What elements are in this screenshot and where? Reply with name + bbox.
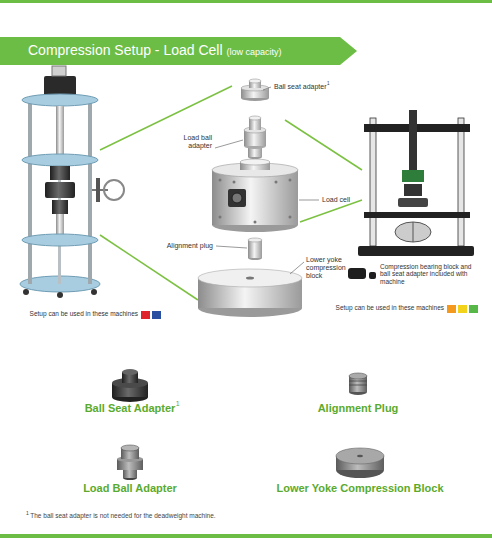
load-cell	[212, 170, 298, 225]
alignment-plug	[248, 238, 262, 242]
machine-grip	[404, 184, 422, 196]
leader-line	[216, 246, 247, 248]
machine-motor-top	[52, 66, 66, 76]
view-line	[300, 200, 362, 222]
machine-wheel	[395, 222, 431, 242]
machine-column	[28, 98, 32, 284]
machine-grip	[402, 170, 424, 182]
part-label: Alignment plug	[167, 242, 213, 250]
part-icon	[123, 469, 137, 478]
load-ball-adapter-icon	[117, 445, 143, 480]
right-machine	[348, 110, 474, 279]
load-cell	[240, 159, 270, 165]
included-note: Compression bearing block and ball seat …	[380, 263, 478, 285]
part-icon	[349, 385, 367, 386]
view-line	[285, 120, 362, 170]
bolt	[289, 179, 292, 182]
bolt	[233, 181, 236, 184]
alignment-plug-icon	[349, 373, 367, 395]
machine-foot	[57, 292, 63, 298]
machine-plate	[22, 154, 98, 166]
machine-square	[152, 311, 161, 319]
machine-plate	[22, 234, 98, 246]
machine-rod	[409, 110, 417, 170]
bolt	[254, 221, 257, 224]
machine-square	[447, 305, 456, 313]
leader-line	[290, 262, 304, 274]
footnote-mark: 1	[327, 81, 330, 86]
part-icon	[122, 369, 138, 375]
machine-foot	[23, 289, 29, 295]
footnote-mark: 1	[176, 400, 180, 408]
page-title: Compression Setup - Load Cell	[28, 42, 223, 58]
bolt	[275, 181, 278, 184]
ball-seat-icon	[369, 272, 376, 279]
part-label: Load ball adapter	[170, 134, 212, 150]
machine-square	[458, 305, 467, 313]
load-cell-bolts	[219, 179, 292, 224]
footnote: The ball seat adapter is not needed for …	[30, 512, 215, 519]
machine-grip	[50, 166, 70, 180]
machine-base	[358, 246, 474, 256]
part-icon	[357, 455, 363, 457]
title-note: (low capacity)	[227, 47, 282, 57]
machine-plate	[22, 94, 98, 106]
machine-shaft	[56, 214, 64, 236]
part-label: Load cell	[322, 196, 350, 204]
part-icon	[121, 445, 139, 451]
part-icon	[349, 373, 367, 379]
part-label: Lower yoke compression block	[306, 256, 358, 280]
title-band	[0, 37, 357, 65]
part-name: Ball Seat Adapter	[85, 402, 176, 415]
machine-note: Setup can be used in these machines	[30, 310, 138, 317]
bolt	[219, 216, 222, 219]
machine-note: Setup can be used in these machines	[336, 304, 444, 311]
part-icon	[336, 448, 384, 464]
leader-line	[215, 140, 243, 148]
machine-column	[88, 98, 92, 284]
view-lines	[100, 86, 362, 300]
bottom-strip	[0, 534, 492, 538]
lower-yoke-block-icon	[336, 448, 384, 478]
machine-upright	[458, 118, 464, 246]
machine-shaft	[56, 106, 64, 156]
machine-wheel-spoke	[413, 222, 414, 242]
alignment-plug	[248, 240, 262, 258]
part-icon	[349, 381, 367, 382]
top-strip	[0, 0, 492, 3]
machine-square	[141, 311, 150, 319]
machine-crossbar	[364, 212, 470, 218]
leader-line	[299, 200, 319, 201]
exploded-view	[198, 79, 302, 317]
load-ball-adapter	[249, 116, 261, 120]
part-name: Alignment Plug	[318, 402, 399, 415]
lower-yoke-block	[198, 269, 302, 287]
lower-yoke-hole	[246, 277, 254, 280]
bolt	[219, 179, 222, 182]
machine-load-cell	[398, 198, 428, 207]
machine-square	[469, 305, 478, 313]
bearing-block-icon	[348, 268, 366, 279]
leader-line	[263, 87, 271, 90]
part-label: Ball seat adapter	[274, 83, 327, 91]
view-line	[100, 86, 232, 150]
part-name: Lower Yoke Compression Block	[276, 482, 443, 495]
leader-lines	[215, 87, 319, 274]
footnote-mark: 1	[26, 511, 29, 517]
left-machine	[20, 66, 124, 298]
ball-seat-adapter	[249, 79, 261, 83]
part-name: Load Ball Adapter	[83, 482, 177, 495]
machine-load-cell	[45, 182, 75, 198]
machine-upright	[370, 118, 376, 246]
machine-handle	[96, 178, 100, 202]
load-cell-connector	[228, 189, 246, 207]
machine-grip	[52, 200, 68, 214]
machine-wheel	[104, 180, 124, 200]
machine-foot	[91, 289, 97, 295]
ball-seat-adapter-icon	[112, 369, 148, 402]
load-cell-connector	[232, 193, 242, 203]
bolt	[289, 216, 292, 219]
